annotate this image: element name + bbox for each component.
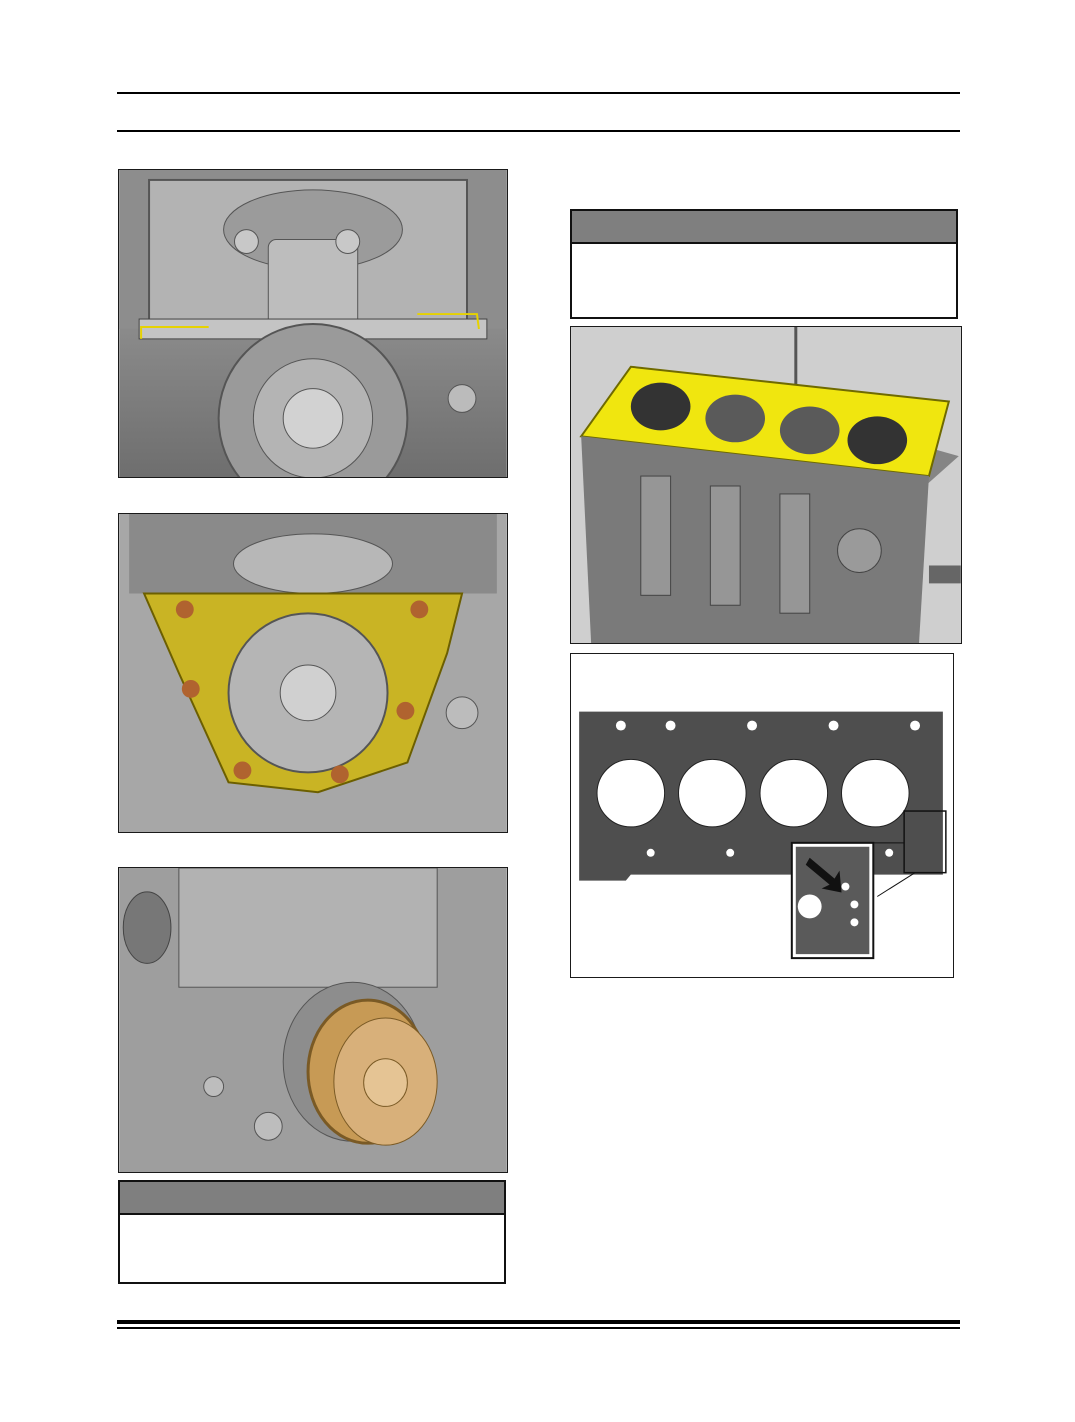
gasket-identification-icon xyxy=(571,654,953,977)
footer-rule-thick xyxy=(117,1320,960,1324)
note-box-right xyxy=(570,209,958,319)
note-box-text xyxy=(120,1215,504,1227)
head-gasket-on-block-icon xyxy=(571,327,961,643)
figure-head-gasket-detail xyxy=(570,653,954,978)
note-box-text xyxy=(572,244,956,256)
note-box-bottom xyxy=(118,1180,506,1284)
engine-block-rear-flange-icon xyxy=(119,170,507,477)
header-rule-top xyxy=(117,92,960,94)
header-rule-bottom xyxy=(117,130,960,132)
figure-head-gasket-on-block xyxy=(570,326,962,644)
seal-installer-icon xyxy=(119,868,507,1172)
note-box-header xyxy=(120,1182,504,1215)
figure-seal-installer xyxy=(118,867,508,1173)
oil-seal-housing-icon xyxy=(119,514,507,832)
footer-rule-thin xyxy=(117,1327,960,1329)
note-box-header xyxy=(572,211,956,244)
figure-block-rear-flange xyxy=(118,169,508,478)
figure-oil-seal-housing xyxy=(118,513,508,833)
